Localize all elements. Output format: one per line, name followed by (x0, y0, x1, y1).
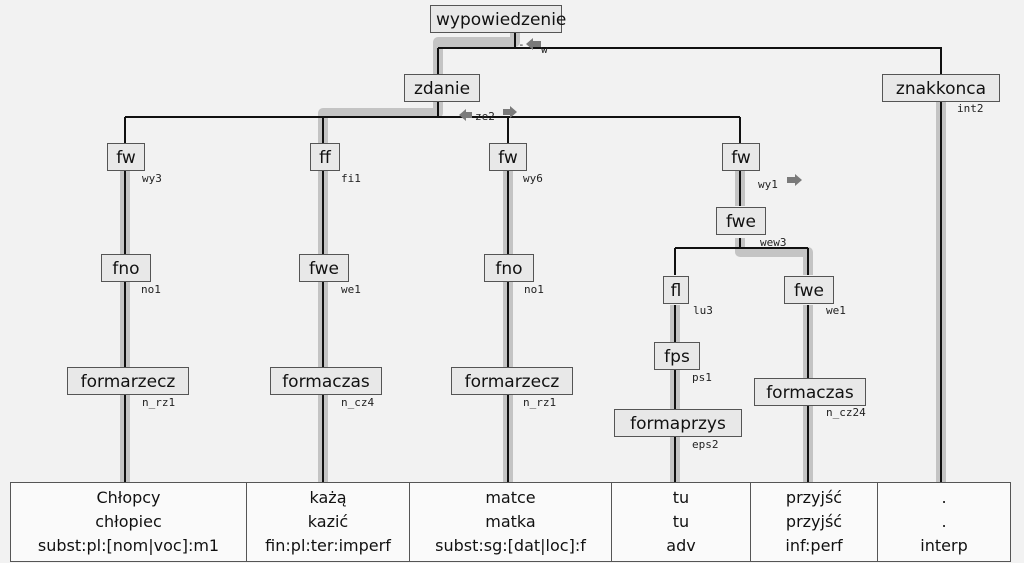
node-fps[interactable]: fps (654, 342, 700, 370)
rule-ze2: ze2 (475, 110, 495, 123)
node-ff[interactable]: ff (310, 143, 340, 171)
rule-w: w (541, 43, 548, 56)
node-fwe-wew[interactable]: fwe (716, 207, 766, 235)
arrow-right-icon (503, 106, 517, 118)
token-tag: subst:pl:[nom|voc]:m1 (37, 536, 220, 555)
token-orth: każą (309, 488, 347, 507)
rule-int2: int2 (957, 102, 984, 115)
arrow-left-icon (459, 109, 472, 121)
node-formarzecz-1[interactable]: formarzecz (67, 367, 189, 395)
rule-no1-a: no1 (141, 283, 161, 296)
token-orth: . (941, 488, 947, 507)
node-fwe-3[interactable]: fwe (784, 276, 834, 304)
rule-wy1: wy1 (758, 178, 778, 191)
node-znakkonca[interactable]: znakkonca (882, 74, 1000, 102)
token-tag: fin:pl:ter:imperf (265, 536, 391, 555)
token-orth: tu (672, 488, 690, 507)
node-formaczas-2[interactable]: formaczas (754, 378, 866, 406)
arrow-left-icon (526, 38, 541, 50)
node-fno-2[interactable]: fno (484, 254, 534, 282)
token-base: kazić (307, 512, 349, 531)
node-wypowiedzenie[interactable]: wypowiedzenie (430, 5, 566, 33)
node-formaczas-1[interactable]: formaczas (270, 367, 382, 395)
rule-we1-b: we1 (826, 304, 846, 317)
arrow-right-icon (787, 174, 802, 186)
rule-no1-b: no1 (524, 283, 544, 296)
node-formarzecz-2[interactable]: formarzecz (451, 367, 573, 395)
token-orth: Chłopcy (96, 488, 161, 507)
rule-fi1: fi1 (341, 172, 361, 185)
node-fw-2[interactable]: fw (489, 143, 527, 171)
leaf-token[interactable]: przyjść przyjść inf:perf (750, 482, 878, 562)
tree-edges (124, 32, 942, 482)
token-tag: inf:perf (785, 536, 843, 555)
token-base: przyjść (785, 512, 843, 531)
leaf-token[interactable]: każą kazić fin:pl:ter:imperf (246, 482, 410, 562)
token-base: matka (485, 512, 536, 531)
leaf-token[interactable]: tu tu adv (611, 482, 751, 562)
rule-n-rz1-a: n_rz1 (142, 396, 176, 409)
rule-we1-a: we1 (341, 283, 361, 296)
rule-wew3: wew3 (760, 236, 787, 249)
rule-n-rz1-b: n_rz1 (523, 396, 557, 409)
rule-lu3: lu3 (693, 304, 713, 317)
rule-n-cz4: n_cz4 (341, 396, 375, 409)
token-orth: matce (485, 488, 536, 507)
leaf-token[interactable]: matce matka subst:sg:[dat|loc]:f (409, 482, 612, 562)
node-fw-3[interactable]: fw (722, 143, 760, 171)
token-base: tu (672, 512, 690, 531)
leaf-token[interactable]: . . interp (877, 482, 1011, 562)
rule-root-dash: - (518, 38, 525, 51)
token-base: . (941, 512, 947, 531)
token-tag: subst:sg:[dat|loc]:f (435, 536, 586, 555)
token-base: chłopiec (95, 512, 162, 531)
rule-ps1: ps1 (692, 371, 712, 384)
rule-wy3: wy3 (142, 172, 162, 185)
rule-n-cz24: n_cz24 (826, 406, 866, 419)
node-fl[interactable]: fl (663, 276, 689, 304)
node-zdanie[interactable]: zdanie (404, 74, 480, 102)
token-tag: interp (920, 536, 968, 555)
node-fw-1[interactable]: fw (107, 143, 145, 171)
rule-eps2: eps2 (692, 438, 719, 451)
leaf-token[interactable]: Chłopcy chłopiec subst:pl:[nom|voc]:m1 (10, 482, 247, 562)
rule-wy6: wy6 (523, 172, 543, 185)
token-tag: adv (666, 536, 696, 555)
node-fno-1[interactable]: fno (101, 254, 151, 282)
node-formaprzys[interactable]: formaprzys (614, 409, 742, 437)
node-fwe-1[interactable]: fwe (299, 254, 349, 282)
token-orth: przyjść (785, 488, 843, 507)
